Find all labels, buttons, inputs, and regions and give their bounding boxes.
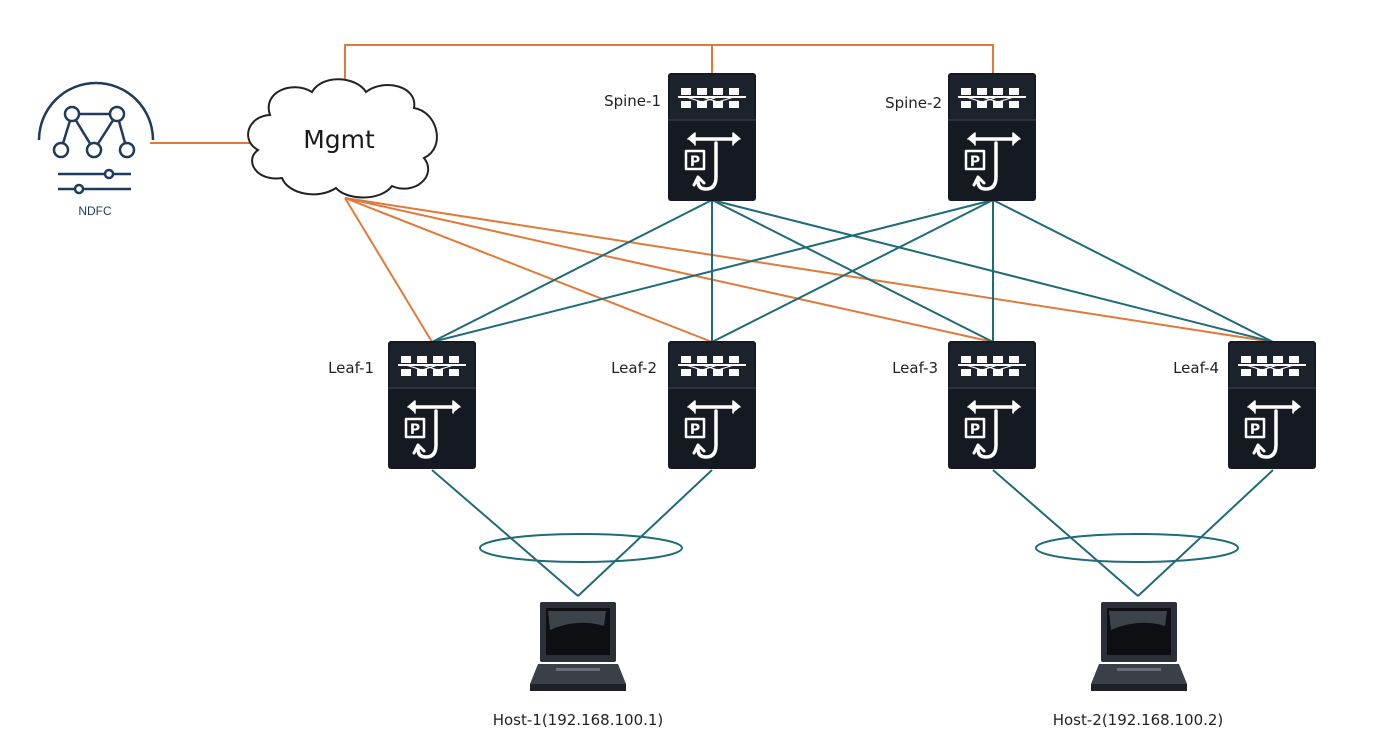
host-2[interactable]: Host-2(192.168.100.2) <box>1053 602 1224 729</box>
host-link-l1-h1 <box>431 469 579 597</box>
cloud-label: Mgmt <box>303 125 375 154</box>
leaf-4-label: Leaf-4 <box>1173 359 1219 377</box>
leaf-3-label: Leaf-3 <box>892 359 938 377</box>
host-1-label: Host-1(192.168.100.1) <box>493 711 664 729</box>
nexus-switch-icon <box>386 339 478 471</box>
vpc-ellipse-2 <box>1035 533 1239 563</box>
host-link-l4-h2 <box>1137 469 1274 597</box>
cloud-icon <box>247 78 438 199</box>
leaf-1-label: Leaf-1 <box>328 359 374 377</box>
mgmt-link-leaf-1 <box>344 197 433 343</box>
host-link-l3-h2 <box>992 469 1139 597</box>
spine-2-label: Spine-2 <box>885 94 942 112</box>
mgmt-link-leaf-4 <box>344 197 1274 343</box>
mgmt-link-spine-bus <box>344 44 994 90</box>
nexus-switch-icon <box>666 71 758 203</box>
spine-1-label: Spine-1 <box>604 92 661 110</box>
host-2-label: Host-2(192.168.100.2) <box>1053 711 1224 729</box>
host-link-l2-h1 <box>577 469 713 597</box>
mgmt-link-leaf-3 <box>344 197 994 343</box>
spine-1[interactable]: Spine-1 <box>604 71 758 203</box>
leaf-2-label: Leaf-2 <box>611 359 657 377</box>
leaf-4[interactable]: Leaf-4 <box>1173 339 1318 471</box>
fabric-link-s2-l4 <box>992 199 1274 343</box>
fabric-link-s1-l1 <box>431 199 713 343</box>
spine-2[interactable]: Spine-2 <box>885 71 1038 203</box>
leaf-2[interactable]: Leaf-2 <box>611 339 758 471</box>
fabric-link-s2-l1 <box>431 199 994 343</box>
nexus-switch-icon <box>1226 339 1318 471</box>
host-1[interactable]: Host-1(192.168.100.1) <box>493 602 664 729</box>
vpc-ellipse-1 <box>479 533 683 563</box>
ndfc-label: NDFC <box>78 204 112 218</box>
leaf-1[interactable]: Leaf-1 <box>328 339 478 471</box>
nexus-switch-icon <box>946 339 1038 471</box>
laptop-icon <box>1091 602 1187 691</box>
laptop-icon <box>530 602 626 691</box>
mgmt-link-leaf-2 <box>344 197 713 343</box>
leaf-3[interactable]: Leaf-3 <box>892 339 1038 471</box>
mgmt-cloud[interactable]: Mgmt <box>247 78 438 199</box>
ndfc-controller-icon[interactable]: NDFC <box>37 81 155 218</box>
nexus-switch-icon <box>946 71 1038 203</box>
fabric-link-s2-l2 <box>711 199 994 343</box>
nexus-switch-icon <box>666 339 758 471</box>
